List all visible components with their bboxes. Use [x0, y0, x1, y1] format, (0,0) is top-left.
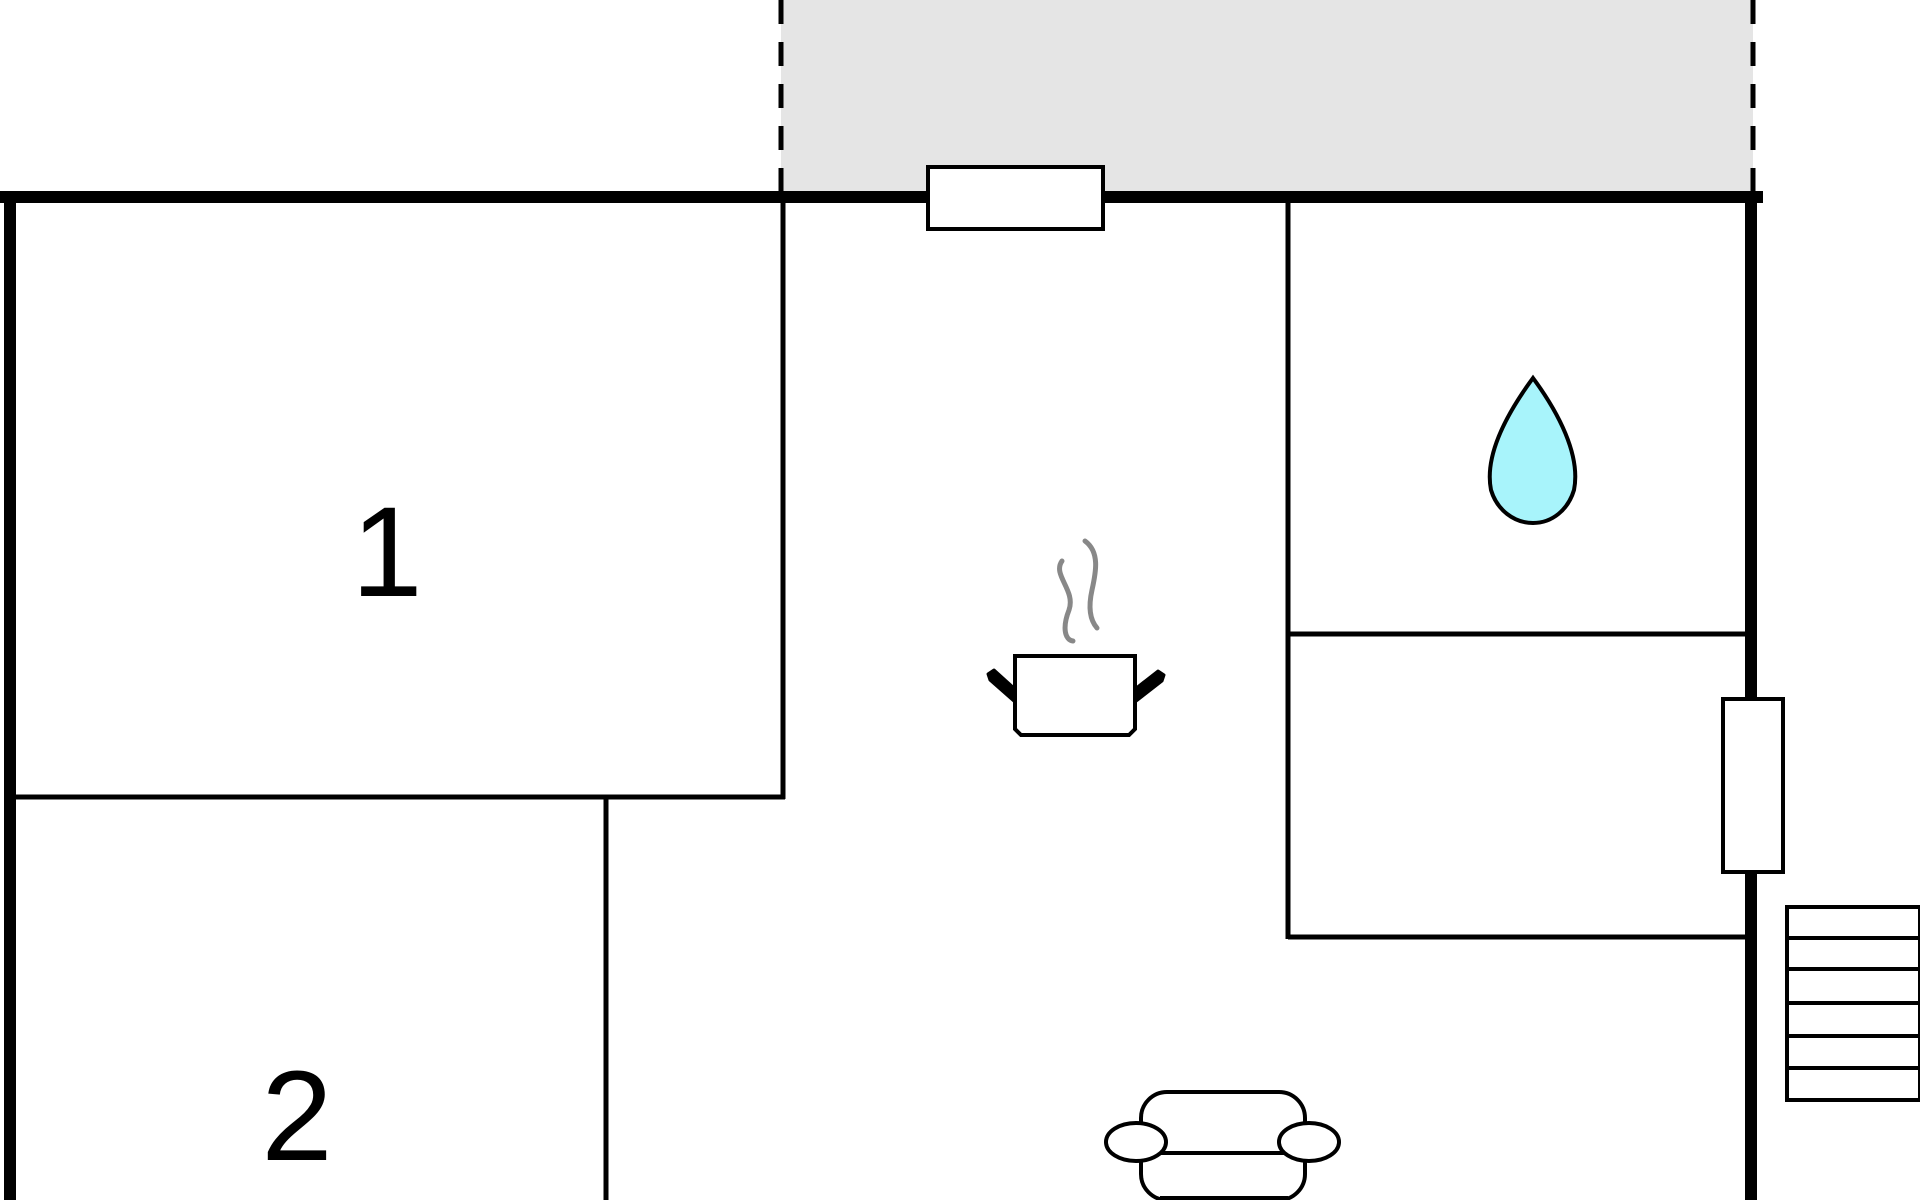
exterior-walls	[0, 191, 1763, 1200]
room-2-label: 2	[261, 1045, 332, 1188]
room-1-label: 1	[351, 481, 422, 624]
interior-walls	[10, 200, 1748, 1200]
terrace-area	[778, 0, 1756, 196]
cooking-pot-icon	[986, 538, 1166, 737]
window-top	[926, 165, 1105, 231]
stairs-icon	[1785, 905, 1920, 1102]
water-drop-icon	[1487, 374, 1578, 526]
window-right	[1721, 697, 1785, 874]
sofa-icon	[1104, 1090, 1341, 1200]
